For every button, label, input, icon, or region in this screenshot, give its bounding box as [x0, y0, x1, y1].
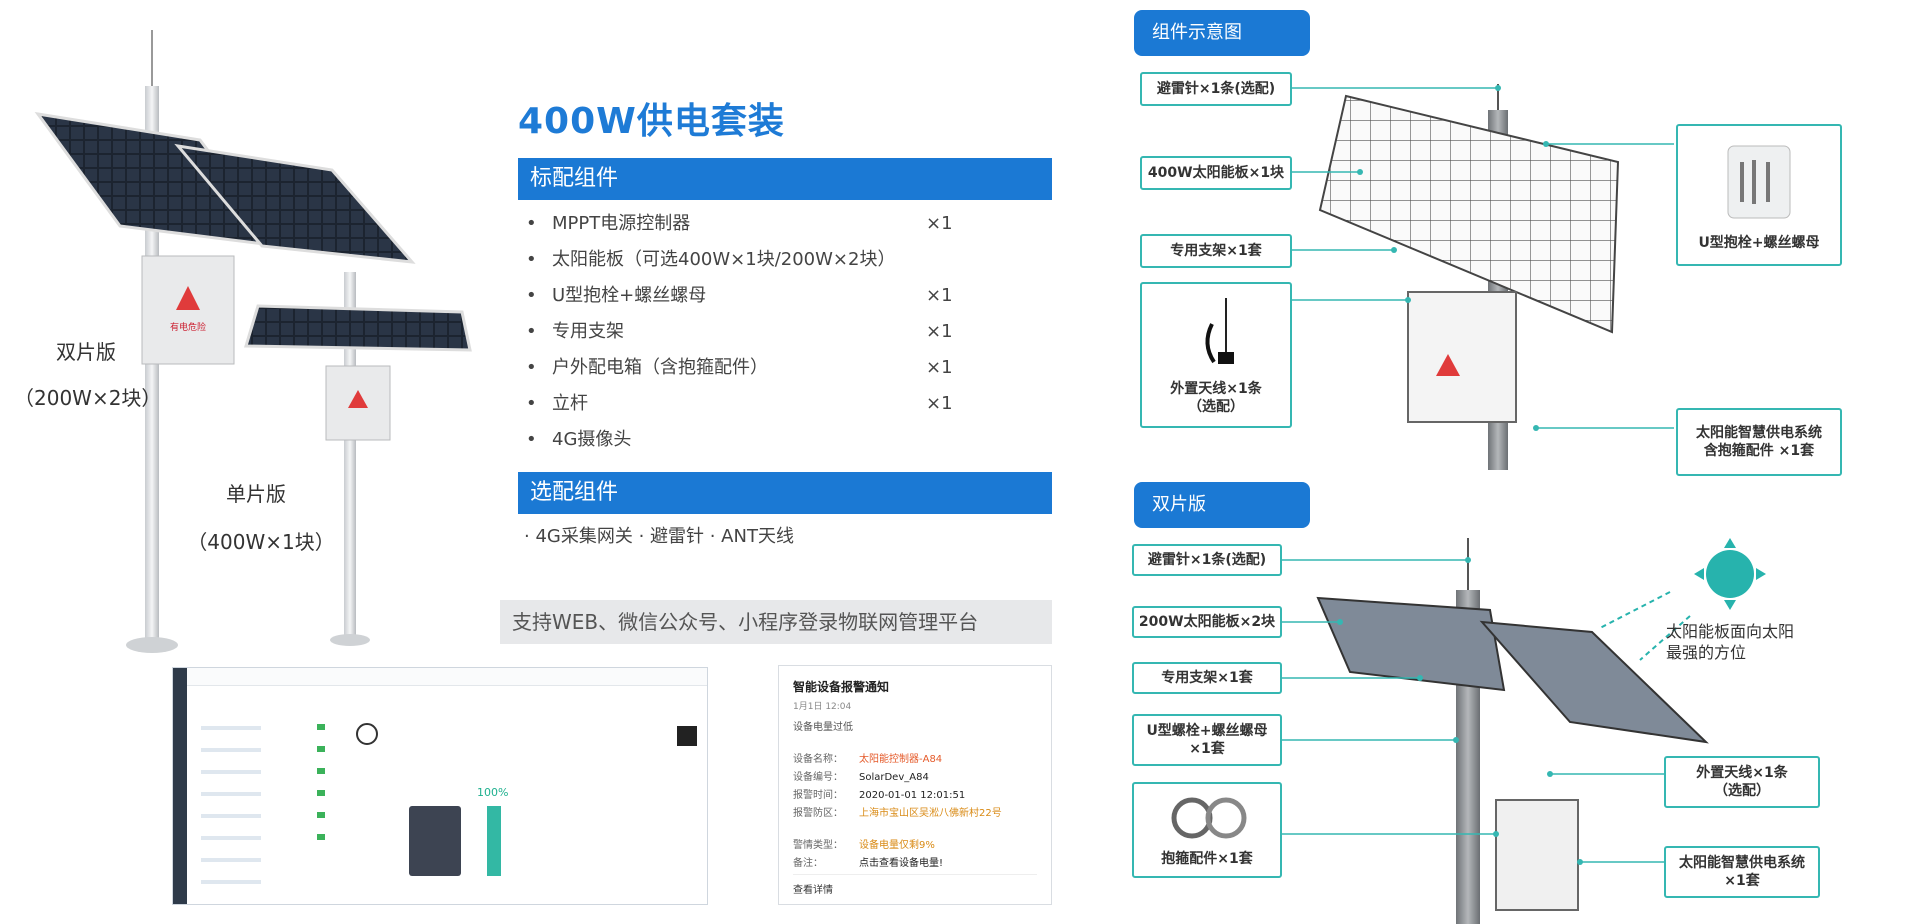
dashboard-content: 100%	[201, 723, 697, 884]
antenna-icon	[1205, 298, 1234, 364]
notification-details-link[interactable]: 查看详情	[793, 874, 1037, 896]
tag-panels-bottom: 200W太阳能板×2块	[1132, 606, 1282, 638]
diagram-box-top	[1407, 291, 1517, 423]
component-diagram	[1282, 84, 1766, 924]
notification-summary: 设备电量过低	[793, 722, 853, 733]
diagram-box-bottom	[1495, 799, 1579, 911]
optional-line: · 4G采集网关 · 避雷针 · ANT天线	[524, 526, 794, 547]
diagram-bottom-header: 双片版	[1134, 482, 1310, 528]
platform-banner: 支持WEB、微信公众号、小程序登录物联网管理平台	[500, 600, 1052, 644]
caption-double-title: 双片版	[56, 340, 116, 364]
dashboard-sidebar	[173, 668, 187, 904]
caption-double-spec: （200W×2块）	[14, 386, 162, 410]
list-item: 太阳能板（可选400W×1块/200W×2块）	[526, 242, 966, 278]
clamp-icon	[1171, 797, 1247, 839]
notification-row: 报警防区：上海市宝山区吴淞八佛新村22号	[793, 808, 1002, 819]
ubolt-icon	[1727, 145, 1791, 219]
tag-ubolt-bottom: U型螺栓+螺丝螺母 ×1套	[1132, 714, 1282, 766]
diagram-panel-bottom-left	[1316, 596, 1506, 692]
box-warning-label: 有电危险	[170, 321, 206, 333]
caption-single-title: 单片版	[226, 482, 286, 506]
tag-system-top: 太阳能智慧供电系统 含抱箍配件 ×1套	[1676, 408, 1842, 476]
standard-header: 标配组件	[518, 158, 1052, 200]
tag-lightning-top: 避雷针×1条(选配)	[1140, 72, 1292, 106]
list-item: U型抱栓+螺丝螺母×1	[526, 278, 966, 314]
notification-date: 1月1日 12:04	[793, 702, 852, 712]
tag-bracket-bottom: 专用支架×1套	[1132, 662, 1282, 694]
dashboard-screenshot: 100%	[172, 667, 708, 905]
sun-icon	[1706, 550, 1754, 598]
list-item: MPPT电源控制器×1	[526, 206, 966, 242]
tag-panel-top: 400W太阳能板×1块	[1140, 156, 1292, 190]
solar-panel-single	[243, 304, 472, 352]
short-pole	[344, 272, 356, 642]
notification-row: 设备名称：太阳能控制器-A84	[793, 754, 943, 765]
tag-antenna-bottom: 外置天线×1条 （选配）	[1664, 756, 1820, 808]
tag-bracket-top: 专用支架×1套	[1140, 234, 1292, 268]
alarm-notification-card: 智能设备报警通知 1月1日 12:04 设备电量过低 设备名称：太阳能控制器-A…	[778, 665, 1052, 905]
notification-row: 设备编号：SolarDev_A84	[793, 772, 929, 783]
notification-row: 备注：点击查看设备电量!	[793, 858, 944, 869]
notification-title: 智能设备报警通知	[793, 680, 890, 694]
tag-ubolt-top: U型抱栓+螺丝螺母	[1676, 124, 1842, 266]
product-photo: 有电危险	[34, 30, 472, 653]
tag-lightning-bottom: 避雷针×1条(选配)	[1132, 544, 1282, 576]
dashboard-percent: 100%	[477, 786, 508, 799]
tag-system-bottom: 太阳能智慧供电系统 ×1套	[1664, 846, 1820, 898]
tag-antenna-top: 外置天线×1条 （选配）	[1140, 282, 1292, 428]
notification-row: 警情类型：设备电量仅剩9%	[793, 840, 935, 851]
diagram-panel-bottom-right	[1479, 620, 1709, 744]
tag-clamp-bottom: 抱箍配件×1套	[1132, 782, 1282, 878]
optional-header: 选配组件	[518, 472, 1052, 514]
notification-row: 报警时间：2020-01-01 12:01:51	[793, 790, 966, 801]
list-item: 立杆×1	[526, 386, 966, 422]
sun-orientation-note: 太阳能板面向太阳 最强的方位	[1666, 622, 1795, 662]
caption-single-spec: （400W×1块）	[187, 530, 335, 554]
diagram-top-header: 组件示意图	[1134, 10, 1310, 56]
list-item: 4G摄像头	[526, 422, 966, 458]
kit-title: 400W供电套装	[518, 101, 785, 142]
solar-panel-right	[174, 143, 416, 264]
dashboard-topbar	[187, 668, 707, 686]
list-item: 户外配电箱（含抱箍配件）×1	[526, 350, 966, 386]
list-item: 专用支架×1	[526, 314, 966, 350]
standard-list: MPPT电源控制器×1 太阳能板（可选400W×1块/200W×2块） U型抱栓…	[526, 206, 966, 458]
